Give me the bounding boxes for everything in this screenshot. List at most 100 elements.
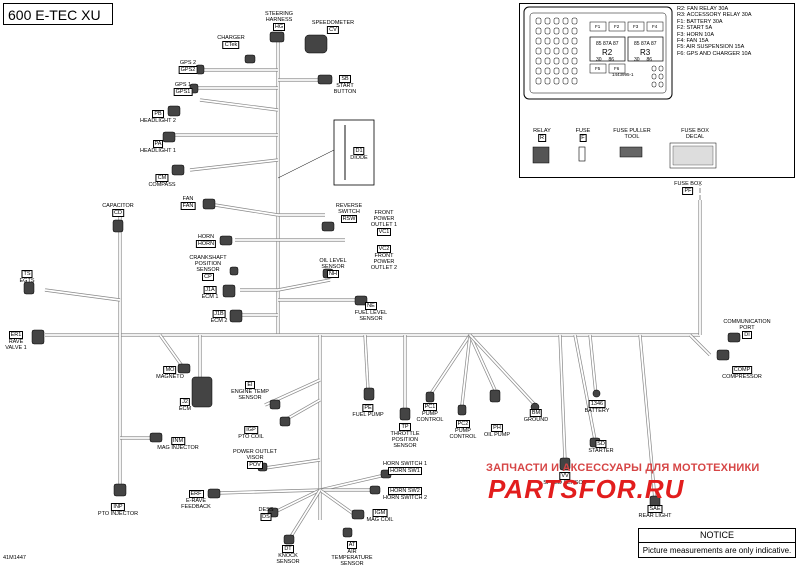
fuse-puller-label: FUSE PULLER TOOL xyxy=(613,128,651,140)
notice-heading: NOTICE xyxy=(639,529,795,543)
air-temp-connector-icon xyxy=(342,527,353,538)
figure-id: 41M1447 xyxy=(3,555,26,561)
diagram-title: 600 E-TEC XU xyxy=(3,3,113,25)
charger-connector-icon xyxy=(244,54,256,64)
pump-control1-connector-icon xyxy=(425,391,435,403)
watermark-logo: PARTSFOR.RU xyxy=(488,474,685,504)
egts-connector-icon xyxy=(23,281,35,295)
ecm-connector-icon xyxy=(191,376,213,408)
battery-connector-icon xyxy=(592,389,601,398)
fuse-legend: R2: FAN RELAY 30A R3: ACCESSORY RELAY 30… xyxy=(677,6,752,57)
fuse-box-drawing xyxy=(523,6,673,100)
fuse-box-decal-label: FUSE BOX DECAL xyxy=(681,128,709,140)
legend-item: R2: FAN RELAY 30A xyxy=(677,6,729,12)
legend-item: R3: ACCESSORY RELAY 30A xyxy=(677,12,752,19)
compass-connector-icon xyxy=(171,164,185,176)
rave-valve-connector-icon xyxy=(31,329,45,345)
mag-coil-connector-icon xyxy=(351,509,365,520)
fuse-box-part-number: 1443995-1 xyxy=(612,72,634,77)
crankshaft-connector-icon xyxy=(229,266,239,276)
fuse-slot-label: F2 xyxy=(614,24,620,29)
throttle-connector-icon xyxy=(399,407,411,421)
legend-item: F6: GPS AND CHARGER 10A xyxy=(677,50,752,57)
pto-injector-connector-icon xyxy=(113,483,127,497)
reverse-switch-connector-icon xyxy=(321,221,335,232)
engine-temp-connector-icon xyxy=(269,399,281,410)
watermark-tagline: ЗАПЧАСТИ И АКСЕССУАРЫ ДЛЯ МОТОТЕХНИКИ xyxy=(486,462,760,474)
legend-item: F1: BATTERY 30A xyxy=(677,18,723,25)
fuse-slot-label: F6 xyxy=(614,66,620,71)
harness-trunks xyxy=(44,38,712,539)
magneto-connector-icon xyxy=(177,363,191,374)
oil-pump-connector-icon xyxy=(489,389,501,403)
ecm2-connector-icon xyxy=(229,309,243,323)
r3-pins-bottom: 30 86 xyxy=(634,57,653,63)
horn-switch2-connector-icon xyxy=(369,485,381,495)
legend-item: F2: START 5A xyxy=(677,25,713,32)
compressor-connector-icon xyxy=(716,349,730,361)
notice-box: NOTICE Picture measurements are only ind… xyxy=(638,528,796,558)
fuse-slot-label: F4 xyxy=(652,24,658,29)
erave-connector-icon xyxy=(207,488,221,499)
r2-pins-bottom: 30 86 xyxy=(596,57,615,63)
fan-connector-icon xyxy=(202,198,216,210)
r3-pins-top: 85 87A 87 xyxy=(634,41,657,47)
horn-connector-icon xyxy=(219,235,233,246)
ecm1-connector-icon xyxy=(222,284,236,298)
headlight2-connector-icon xyxy=(167,105,181,117)
diode-callout-box xyxy=(333,119,375,186)
r3-name: R3 xyxy=(640,48,651,57)
pump-control2-connector-icon xyxy=(457,404,467,416)
fuse-slot-label: F5 xyxy=(595,66,601,71)
fuse-icon xyxy=(578,146,586,162)
legend-item: F3: HORN 10A xyxy=(677,31,714,38)
relay-icon xyxy=(532,146,550,164)
fuel-level-connector-icon xyxy=(354,295,368,306)
r2-pins-top: 85 87A 87 xyxy=(596,41,619,47)
capacitor-connector-icon xyxy=(112,219,124,233)
inset-part-icons xyxy=(532,142,717,169)
